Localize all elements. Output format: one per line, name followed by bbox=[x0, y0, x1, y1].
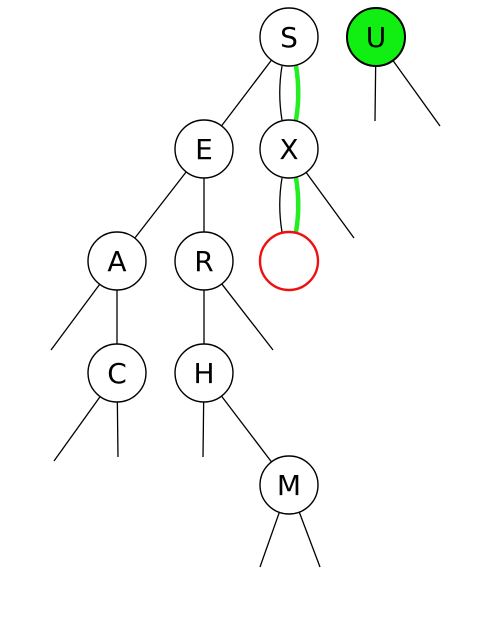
tree-edges bbox=[116, 59, 301, 463]
node-circle bbox=[174, 231, 234, 291]
null-link-u-left bbox=[374, 65, 377, 122]
edge-x-new bbox=[279, 175, 301, 235]
node-circle bbox=[259, 119, 319, 179]
node-a: A bbox=[87, 231, 147, 291]
null-link-a-left bbox=[50, 283, 101, 351]
node-circle bbox=[174, 119, 234, 179]
null-link-h-left bbox=[202, 401, 205, 458]
null-link-m-left bbox=[259, 512, 280, 568]
node-x: X bbox=[259, 119, 319, 179]
node-new bbox=[258, 230, 320, 292]
null-link-r-right bbox=[221, 283, 274, 351]
node-m: M bbox=[259, 455, 319, 515]
node-label: H bbox=[193, 357, 214, 390]
node-label: M bbox=[277, 469, 301, 502]
node-h: H bbox=[174, 343, 234, 403]
null-link-c-right bbox=[116, 401, 119, 458]
null-link-m-right bbox=[298, 511, 321, 568]
tree-nodes: S E X A R C H M U bbox=[87, 7, 406, 515]
node-c: C bbox=[87, 343, 147, 403]
node-r: R bbox=[174, 231, 234, 291]
node-label: C bbox=[107, 357, 127, 390]
node-circle bbox=[258, 230, 320, 292]
node-label: E bbox=[195, 133, 213, 166]
node-label: A bbox=[107, 245, 126, 278]
edge-s-e bbox=[221, 59, 272, 127]
node-label: R bbox=[194, 245, 213, 278]
node-u: U bbox=[346, 7, 406, 67]
node-circle bbox=[259, 7, 319, 67]
null-link-c-left bbox=[53, 396, 101, 462]
node-e: E bbox=[174, 119, 234, 179]
null-link-x-right bbox=[305, 172, 355, 239]
search-path-highlight bbox=[293, 175, 301, 235]
node-label: U bbox=[366, 21, 387, 54]
edge-e-a bbox=[134, 171, 187, 239]
edge-h-m bbox=[221, 395, 272, 463]
node-circle bbox=[87, 343, 147, 403]
node-label: X bbox=[279, 133, 298, 166]
node-circle bbox=[346, 7, 406, 67]
node-circle bbox=[259, 455, 319, 515]
node-circle bbox=[174, 343, 234, 403]
search-path-highlight bbox=[293, 63, 301, 123]
null-links bbox=[50, 60, 441, 568]
edge-s-x bbox=[279, 63, 301, 123]
node-label: S bbox=[280, 21, 298, 54]
node-circle bbox=[87, 231, 147, 291]
node-s: S bbox=[259, 7, 319, 67]
null-link-u-right bbox=[392, 60, 441, 127]
